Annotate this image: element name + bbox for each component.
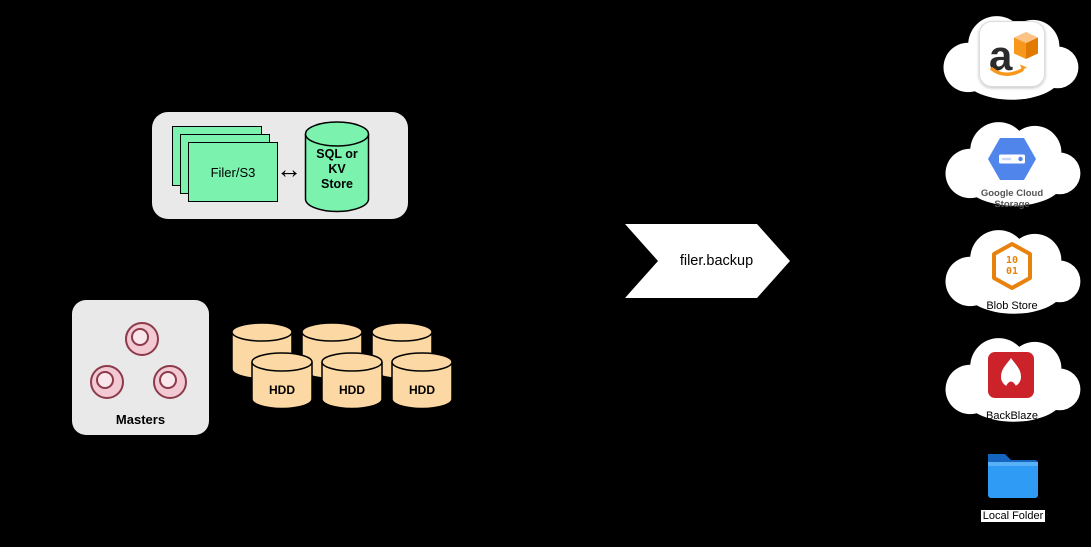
amazon-s3-icon: a xyxy=(979,21,1045,87)
blob-store-label: Blob Store xyxy=(986,300,1038,312)
metadata-store-cylinder: SQL or KV Store xyxy=(304,121,370,213)
step-arrow-shape xyxy=(625,224,790,298)
folder-icon xyxy=(988,454,1038,498)
master-node-icon xyxy=(90,365,124,399)
hdd-cylinder: HDD xyxy=(391,352,453,410)
gcs-label: Google Cloud Storage xyxy=(980,188,1044,210)
hdd-cylinder: HDD xyxy=(321,352,383,410)
backblaze-label: BackBlaze xyxy=(986,410,1038,422)
hdd-label: HDD xyxy=(409,383,435,397)
master-node-icon xyxy=(153,365,187,399)
filer-stack-front: Filer/S3 xyxy=(188,142,278,202)
blob-digits-bottom: 01 xyxy=(1006,266,1018,277)
destination-local-folder: Local Folder xyxy=(975,448,1051,524)
destination-blob-store: 10 01 Blob Store xyxy=(936,220,1088,320)
hdd-cylinder: HDD xyxy=(251,352,313,410)
master-node-icon xyxy=(125,322,159,356)
masters-label: Masters xyxy=(115,412,166,427)
filer-backup-label: filer.backup xyxy=(679,253,754,269)
masters-group-panel: Masters xyxy=(72,300,209,435)
backblaze-icon xyxy=(988,352,1034,398)
hdd-label: HDD xyxy=(339,383,365,397)
destination-amazon-s3: a xyxy=(934,6,1086,106)
metadata-store-label: SQL or KV Store xyxy=(316,147,358,191)
google-cloud-storage-icon xyxy=(988,138,1036,180)
hdd-label: HDD xyxy=(269,383,295,397)
filer-label: Filer/S3 xyxy=(210,164,256,180)
local-folder-label: Local Folder xyxy=(980,510,1046,522)
destination-backblaze: BackBlaze xyxy=(936,328,1088,428)
cylinder-shape xyxy=(304,121,370,213)
blob-store-icon: 10 01 xyxy=(992,242,1032,290)
blob-digits-top: 10 xyxy=(1006,255,1018,266)
destination-google-cloud-storage: Google Cloud Storage xyxy=(936,112,1088,212)
filer-group-panel: Filer/S3 ↔ SQL or KV Store xyxy=(152,112,408,219)
filer-backup-arrow: filer.backup xyxy=(625,224,790,298)
bidirectional-arrow-icon: ↔ xyxy=(276,154,302,184)
